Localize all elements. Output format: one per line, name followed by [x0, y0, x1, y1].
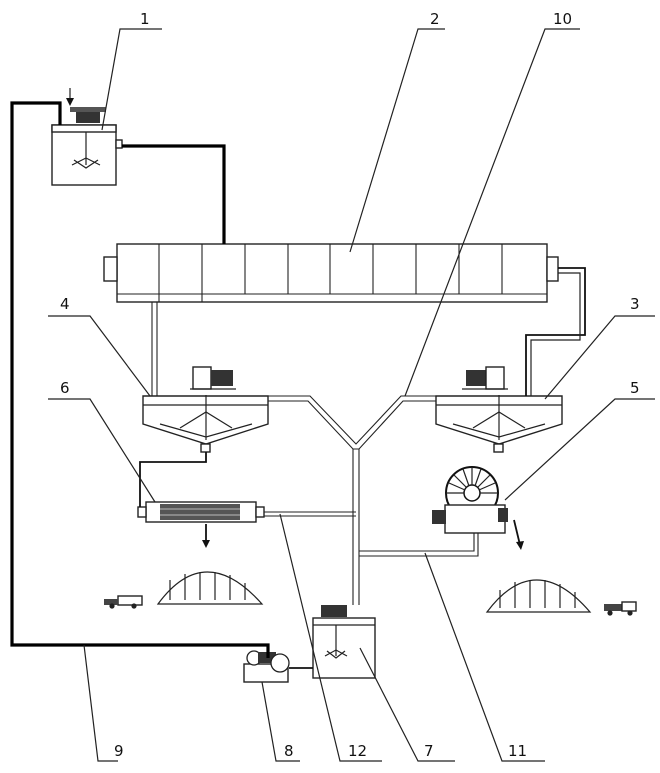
leader-lines [48, 28, 655, 762]
mixing-tank-1 [51, 88, 123, 186]
label-7: 7 [424, 742, 434, 760]
long-tank-2 [103, 243, 559, 303]
label-6: 6 [60, 379, 70, 397]
sludge-pile-right [485, 579, 592, 613]
clarifier-3 [435, 366, 563, 453]
pump-8 [243, 650, 313, 683]
clarifier-4 [142, 366, 269, 453]
label-10: 10 [553, 10, 572, 28]
label-5: 5 [630, 379, 640, 397]
pipe-2-to-3 [525, 267, 586, 396]
pipe-9-recycle [10, 101, 270, 658]
label-9: 9 [114, 742, 124, 760]
pipe-1-to-2 [122, 144, 226, 244]
pipe-11-filtrate [359, 533, 479, 557]
mixing-tank-7 [312, 605, 376, 679]
number-labels: 1 2 10 4 3 6 5 9 8 12 7 11 [60, 10, 640, 760]
sludge-pile-left [156, 571, 264, 605]
pipe-12-filtrate [264, 511, 356, 517]
label-11: 11 [508, 742, 527, 760]
label-8: 8 [284, 742, 294, 760]
label-1: 1 [140, 10, 150, 28]
label-2: 2 [430, 10, 440, 28]
label-12: 12 [348, 742, 367, 760]
label-4: 4 [60, 295, 70, 313]
pipe-4-to-6 [139, 452, 207, 507]
label-3: 3 [630, 295, 640, 313]
filter-press-6 [137, 501, 265, 548]
truck-left-icon [104, 595, 143, 609]
drum-filter-5 [432, 466, 524, 550]
pipe-10-overflow [268, 395, 436, 605]
pipe-2-to-4 [151, 302, 158, 396]
truck-right-icon [604, 601, 637, 616]
